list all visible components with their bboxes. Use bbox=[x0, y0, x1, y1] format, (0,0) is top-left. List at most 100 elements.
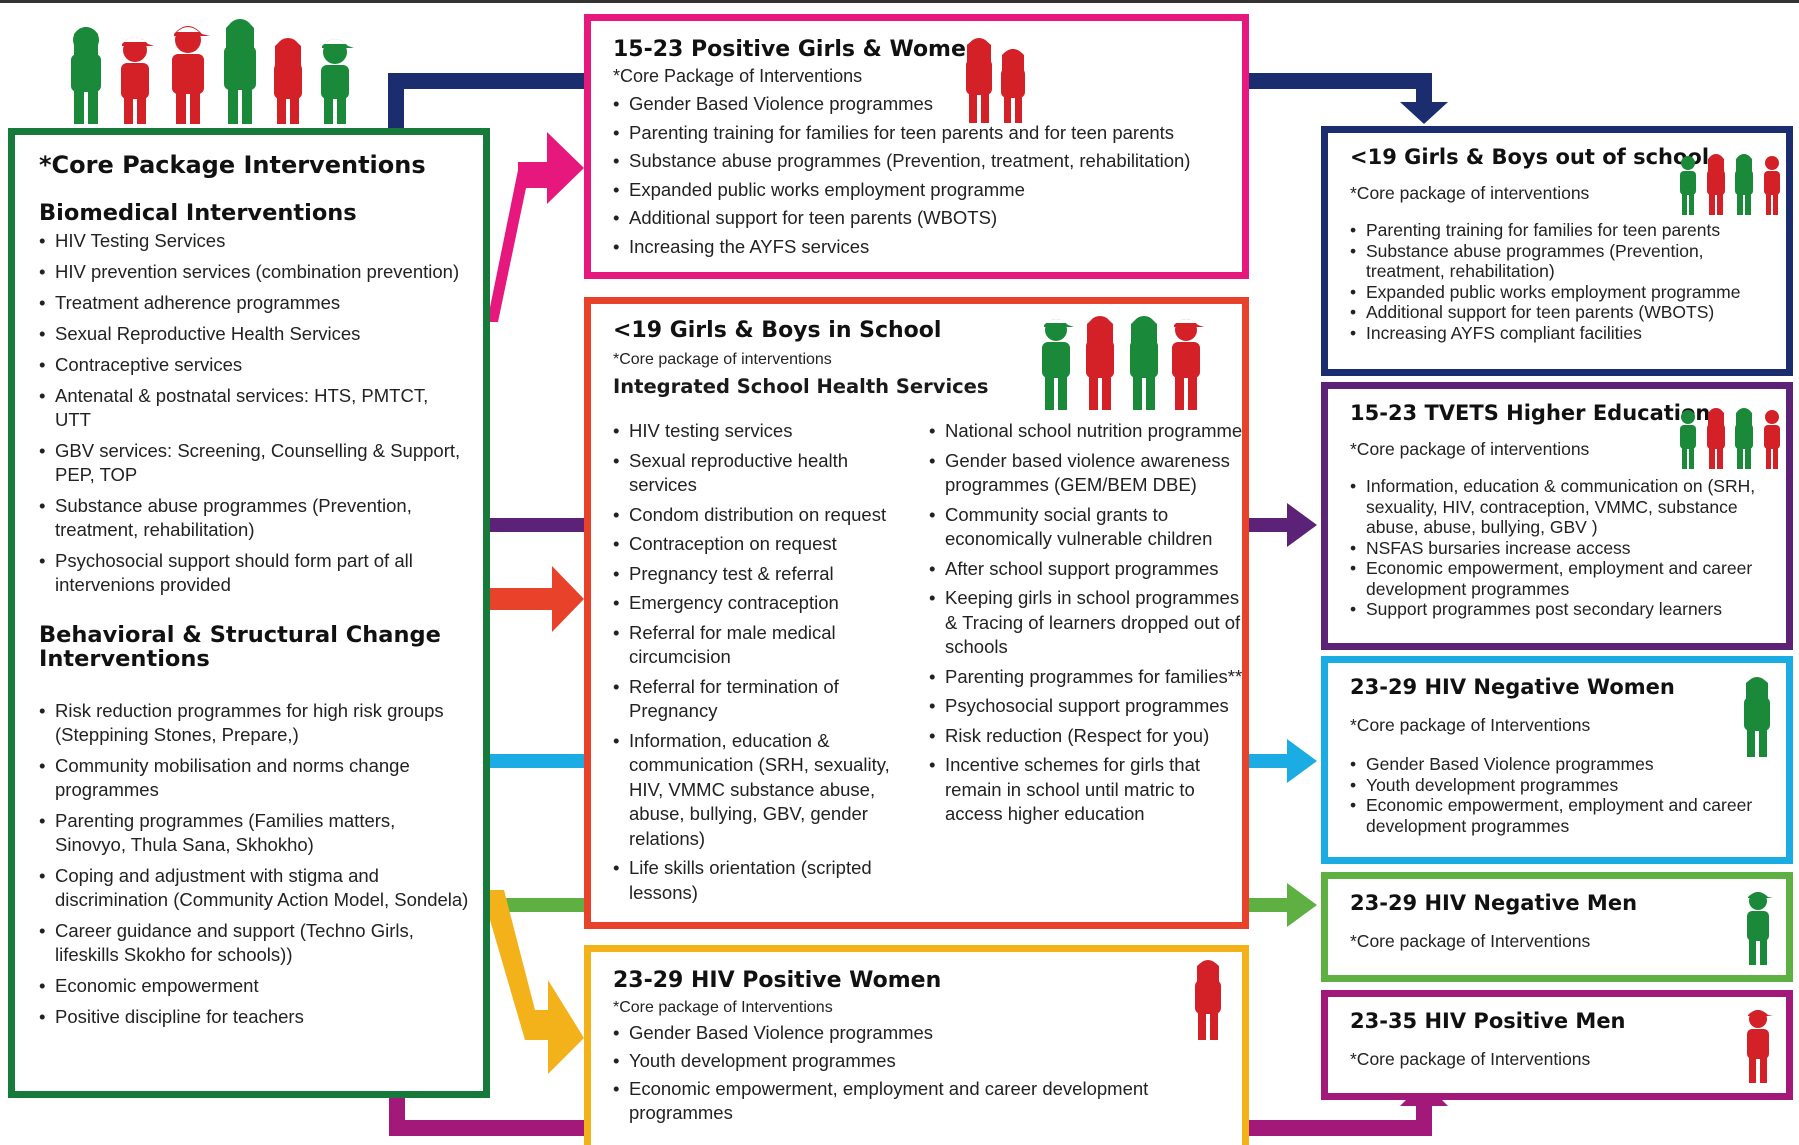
tvets-figures bbox=[1676, 407, 1786, 471]
list-item: Pregnancy test & referral bbox=[613, 562, 913, 587]
list-item: Gender Based Violence programmes bbox=[613, 90, 1226, 119]
list-item: Career guidance and support (Techno Girl… bbox=[39, 919, 469, 967]
arrow-to-neg-men-left bbox=[490, 898, 584, 912]
list-item: Risk reduction programmes for high risk … bbox=[39, 699, 469, 747]
negative-men-subtitle: *Core package of Interventions bbox=[1350, 931, 1591, 951]
list-item: Youth development programmes bbox=[1350, 775, 1770, 796]
behavioral-heading: Behavioral & Structural Change Intervent… bbox=[39, 622, 441, 672]
list-item: Emergency contraception bbox=[613, 591, 913, 616]
list-item: Increasing AYFS compliant facilities bbox=[1350, 323, 1750, 344]
list-item: GBV services: Screening, Counselling & S… bbox=[39, 439, 469, 487]
out-of-school-figures bbox=[1676, 153, 1786, 217]
list-item: Referral for male medical circumcision bbox=[613, 621, 913, 670]
list-item: Coping and adjustment with stigma and di… bbox=[39, 864, 469, 912]
negative-women-box: 23-29 HIV Negative Women *Core package o… bbox=[1321, 656, 1793, 864]
list-item: Parenting training for families for teen… bbox=[613, 119, 1226, 148]
positive-girls-title: 15-23 Positive Girls & Women bbox=[613, 37, 982, 62]
woman-figure-icon bbox=[1744, 677, 1770, 757]
list-item: NSFAS bursaries increase access bbox=[1350, 538, 1770, 559]
negative-men-title: 23-29 HIV Negative Men bbox=[1350, 891, 1638, 915]
list-item: HIV prevention services (combination pre… bbox=[39, 260, 469, 284]
list-item: Positive discipline for teachers bbox=[39, 1005, 469, 1029]
list-item: Life skills orientation (scripted lesson… bbox=[613, 856, 913, 905]
man-figure-icon bbox=[1747, 1010, 1773, 1083]
tvets-list: Information, education & communication o… bbox=[1350, 476, 1770, 620]
list-item: Risk reduction (Respect for you) bbox=[929, 724, 1249, 749]
list-item: HIV testing services bbox=[613, 419, 913, 444]
school-box: <19 Girls & Boys in School *Core package… bbox=[584, 297, 1249, 929]
list-item: Substance abuse programmes (Prevention, … bbox=[1350, 241, 1750, 282]
list-item: Economic empowerment, employment and car… bbox=[613, 1077, 1226, 1125]
woman-figure-icon bbox=[1195, 960, 1221, 1040]
school-list-left: HIV testing services Sexual reproductive… bbox=[613, 419, 913, 910]
list-item: Additional support for teen parents (WBO… bbox=[613, 204, 1226, 233]
school-figures bbox=[1036, 312, 1216, 412]
list-item: Gender Based Violence programmes bbox=[1350, 754, 1770, 775]
list-item: Economic empowerment bbox=[39, 974, 469, 998]
school-list-right: National school nutrition programme Gend… bbox=[929, 419, 1249, 832]
girl-figures-icon bbox=[966, 38, 1025, 123]
list-item: Parenting training for families for teen… bbox=[1350, 220, 1750, 241]
list-item: National school nutrition programme bbox=[929, 419, 1249, 444]
positive-women-list: Gender Based Violence programmes Youth d… bbox=[613, 1021, 1226, 1125]
girls-figures bbox=[961, 35, 1031, 125]
list-item: Parenting programmes (Families matters, … bbox=[39, 809, 469, 857]
positive-men-box: 23-35 HIV Positive Men *Core package of … bbox=[1321, 990, 1793, 1100]
list-item: Incentive schemes for girls that remain … bbox=[929, 753, 1249, 827]
list-item: Expanded public works employment program… bbox=[613, 176, 1226, 205]
negative-man-figure bbox=[1744, 889, 1774, 967]
list-item: Contraception on request bbox=[613, 532, 913, 557]
list-item: Psychosocial support should form part of… bbox=[39, 549, 469, 597]
out-of-school-title: <19 Girls & Boys out of school bbox=[1350, 145, 1710, 169]
list-item: Substance abuse programmes (Prevention, … bbox=[39, 494, 469, 542]
negative-women-subtitle: *Core package of Interventions bbox=[1350, 715, 1591, 735]
arrow-head-school bbox=[552, 566, 584, 632]
list-item: Antenatal & postnatal services: HTS, PMT… bbox=[39, 384, 469, 432]
list-item: Substance abuse programmes (Prevention, … bbox=[613, 147, 1226, 176]
positive-men-title: 23-35 HIV Positive Men bbox=[1350, 1009, 1626, 1033]
arrow-to-neg-women-left bbox=[490, 754, 584, 768]
top-rule bbox=[0, 0, 1799, 3]
list-item: Support programmes post secondary learne… bbox=[1350, 599, 1770, 620]
arrow-to-tvets-left bbox=[490, 518, 584, 532]
list-item: Contraceptive services bbox=[39, 353, 469, 377]
school-figures-icon bbox=[1042, 316, 1204, 410]
list-item: Community social grants to economically … bbox=[929, 503, 1249, 552]
positive-women-box: 23-29 HIV Positive Women *Core package o… bbox=[584, 945, 1249, 1145]
negative-women-title: 23-29 HIV Negative Women bbox=[1350, 675, 1675, 699]
out-of-school-list: Parenting training for families for teen… bbox=[1350, 220, 1750, 343]
list-item: Sexual Reproductive Health Services bbox=[39, 322, 469, 346]
list-item: Economic empowerment, employment and car… bbox=[1350, 558, 1770, 599]
list-item: Parenting programmes for families** bbox=[929, 665, 1249, 690]
arrow-head-neg-men bbox=[1287, 883, 1317, 927]
list-item: Gender based violence awareness programm… bbox=[929, 449, 1249, 498]
negative-women-list: Gender Based Violence programmes Youth d… bbox=[1350, 754, 1770, 836]
positive-women-title: 23-29 HIV Positive Women bbox=[613, 968, 942, 993]
list-item: Community mobilisation and norms change … bbox=[39, 754, 469, 802]
youth-small-figures-icon bbox=[1680, 408, 1780, 469]
list-item: Treatment adherence programmes bbox=[39, 291, 469, 315]
positive-men-subtitle: *Core package of Interventions bbox=[1350, 1049, 1591, 1069]
arrow-to-positive-girls bbox=[487, 132, 584, 322]
youth-small-figures-icon bbox=[1680, 154, 1780, 215]
youth-figures-group bbox=[60, 10, 360, 128]
list-item: Information, education & communication (… bbox=[613, 729, 913, 852]
biomedical-list: HIV Testing Services HIV prevention serv… bbox=[39, 229, 469, 597]
tvets-box: 15-23 TVETS Higher Education *Core packa… bbox=[1321, 382, 1793, 650]
list-item: Additional support for teen parents (WBO… bbox=[1350, 302, 1750, 323]
core-title: *Core Package Interventions bbox=[39, 151, 426, 179]
behavioral-list: Risk reduction programmes for high risk … bbox=[39, 699, 469, 1029]
list-item: Referral for termination of Pregnancy bbox=[613, 675, 913, 724]
negative-men-box: 23-29 HIV Negative Men *Core package of … bbox=[1321, 872, 1793, 982]
positive-woman-figure bbox=[1191, 958, 1225, 1042]
list-item: Condom distribution on request bbox=[613, 503, 913, 528]
arrow-to-positive-women bbox=[490, 890, 584, 1074]
positive-man-figure bbox=[1744, 1007, 1774, 1085]
youth-figures-icon bbox=[71, 19, 354, 124]
list-item: Economic empowerment, employment and car… bbox=[1350, 795, 1770, 836]
list-item: Sexual reproductive health services bbox=[613, 449, 913, 498]
negative-woman-figure bbox=[1740, 675, 1774, 759]
positive-girls-list: Gender Based Violence programmes Parenti… bbox=[613, 90, 1226, 262]
list-item: Psychosocial support programmes bbox=[929, 694, 1249, 719]
biomedical-heading: Biomedical Interventions bbox=[39, 200, 357, 226]
